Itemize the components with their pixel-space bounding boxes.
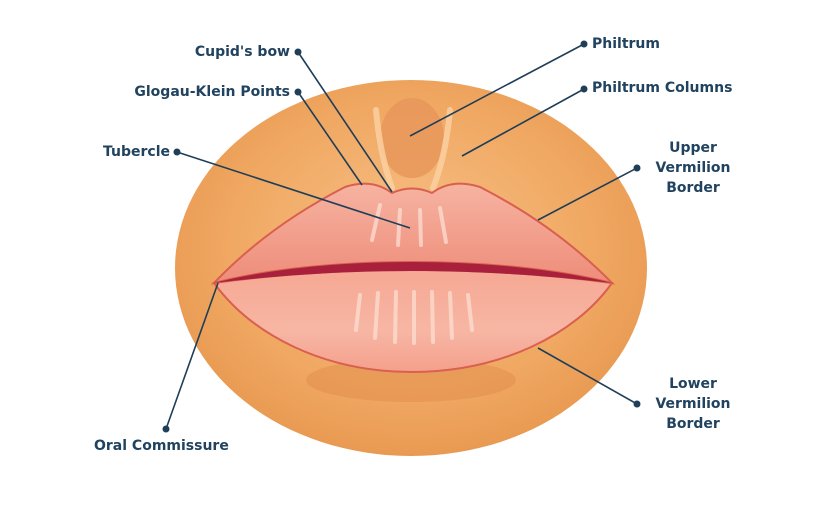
label-lower-vermilion-line3: Border (666, 416, 720, 432)
label-upper-vermilion-line2: Vermilion (655, 160, 731, 176)
line-cupids-bow (297, 51, 393, 193)
label-oral-commissure: Oral Commissure (94, 438, 229, 454)
label-tubercle: Tubercle (103, 144, 170, 160)
label-philtrum-columns: Philtrum Columns (592, 80, 733, 96)
label-glogau-klein-points: Glogau-Klein Points (134, 84, 290, 100)
label-philtrum: Philtrum (592, 36, 660, 52)
line-upper-vermilion (537, 167, 638, 221)
dot-glogau-klein (294, 88, 302, 96)
label-upper-vermilion-line3: Border (666, 180, 720, 196)
dot-tubercle (173, 148, 181, 156)
label-upper-vermilion-line1: Upper (669, 140, 717, 156)
chin-shadow (306, 358, 516, 402)
line-glogau-klein (297, 91, 363, 186)
philtrum-column-right (430, 107, 453, 191)
label-lower-vermilion-line1: Lower (669, 376, 717, 392)
label-upper-vermilion-border: Upper Vermilion Border (643, 138, 743, 198)
philtrum-column-left (373, 107, 395, 191)
line-philtrum-columns (461, 88, 585, 157)
dot-philtrum (580, 40, 588, 48)
leader-dots (162, 40, 641, 433)
line-philtrum (409, 43, 585, 137)
dot-lower-vermilion (633, 400, 641, 408)
leader-lines (165, 43, 638, 430)
line-oral-commissure (165, 282, 219, 430)
line-tubercle (176, 151, 411, 229)
label-lower-vermilion-line2: Vermilion (655, 396, 731, 412)
philtrum-shape (380, 98, 444, 178)
line-lower-vermilion (537, 347, 638, 405)
lip-highlights (354, 203, 474, 345)
mouth-line (214, 262, 612, 283)
dot-cupids-bow (294, 48, 302, 56)
dot-upper-vermilion (633, 164, 641, 172)
label-lower-vermilion-border: Lower Vermilion Border (643, 374, 743, 434)
dot-oral-commissure (162, 425, 170, 433)
label-cupids-bow: Cupid's bow (194, 44, 290, 60)
dot-philtrum-columns (580, 85, 588, 93)
